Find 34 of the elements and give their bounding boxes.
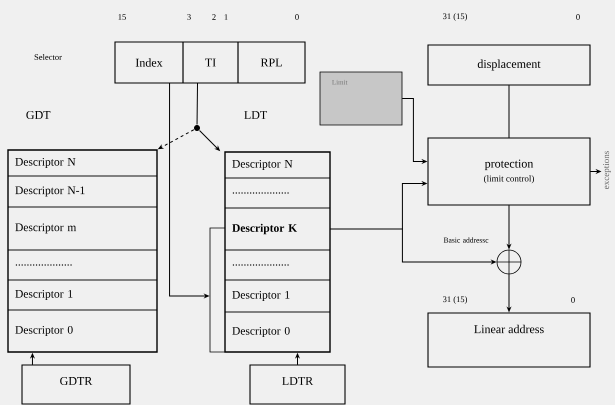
exceptions-label: exceptions: [603, 151, 611, 189]
bit-number: 3: [187, 14, 191, 20]
bit-number: 15: [118, 14, 126, 20]
process-box: protection (limit control): [427, 137, 591, 206]
descriptor-row: ....................: [224, 178, 330, 208]
register-box: GDTR: [21, 364, 131, 405]
process-box: Linear address: [427, 312, 591, 368]
bit-number: 2: [212, 14, 216, 20]
node-label: LDT: [244, 111, 268, 119]
descriptor-row: Descriptor N: [8, 150, 158, 176]
descriptor-row: Descriptor 0: [224, 312, 330, 352]
descriptor-row: Descriptor N-1: [8, 176, 158, 208]
selector-field: TI: [182, 41, 239, 84]
process-box: displacement: [427, 44, 591, 86]
bit-number: 31 (15): [443, 13, 468, 21]
bit-number: 0: [571, 297, 575, 303]
selector-label: Selector: [34, 54, 62, 60]
bit-number: 0: [576, 14, 580, 20]
register-box: LDTR: [249, 364, 346, 405]
node-label: GDT: [26, 110, 50, 120]
bit-number: 1: [224, 14, 228, 20]
bit-number: 31 (15): [443, 296, 468, 304]
descriptor-row: Descriptor 0: [8, 310, 158, 352]
selector-field: Index: [114, 41, 184, 84]
descriptor-row: Descriptor K: [224, 208, 330, 250]
bit-number: 0: [295, 14, 299, 20]
descriptor-row: ....................: [8, 250, 158, 280]
adder-circle: [496, 249, 522, 275]
descriptor-row: Descriptor 1: [224, 280, 330, 312]
selector-field: RPL: [237, 41, 306, 84]
descriptor-row: Descriptor 1: [8, 280, 158, 310]
descriptor-row: Descriptor N: [224, 152, 330, 178]
descriptor-row: Descriptor m: [8, 206, 158, 250]
descriptor-row: ....................: [224, 250, 330, 280]
